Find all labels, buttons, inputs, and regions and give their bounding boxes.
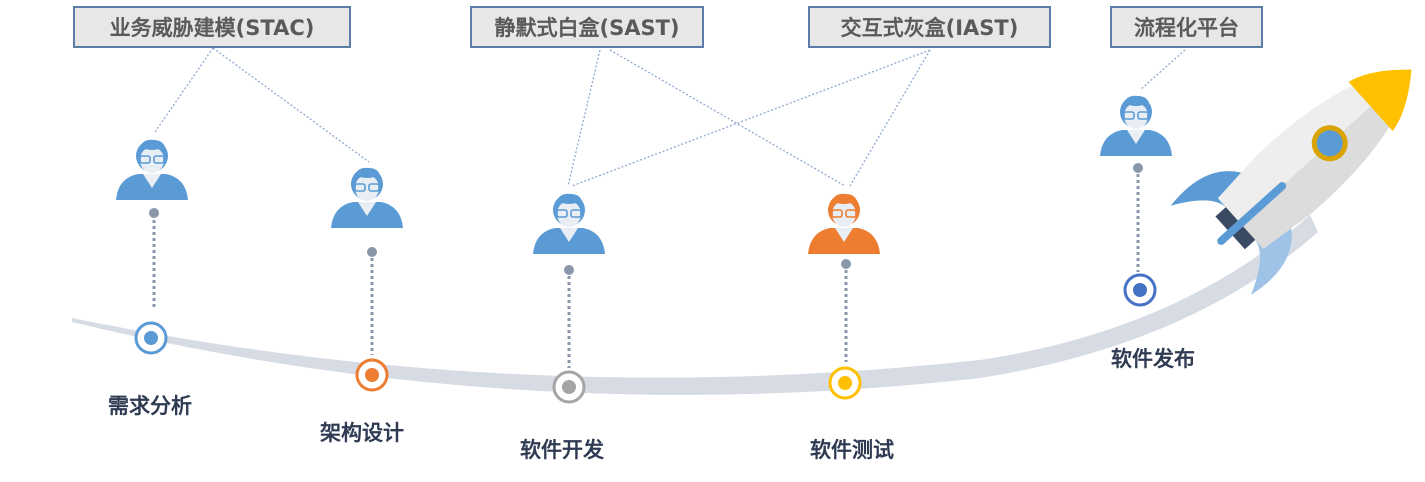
tool-label: 交互式灰盒(IAST) — [840, 16, 1019, 40]
connector-lines — [154, 47, 1186, 187]
person-icon — [115, 138, 189, 201]
person-female-icon — [807, 192, 881, 255]
tool-box-sast: 静默式白盒(SAST) — [470, 6, 704, 48]
rocket-icon — [1170, 69, 1412, 295]
tool-label: 静默式白盒(SAST) — [494, 16, 680, 40]
stage-architecture: 架构设计 — [320, 421, 404, 445]
stage-requirements: 需求分析 — [108, 394, 192, 418]
tool-box-stac: 业务威胁建模(STAC) — [73, 6, 351, 48]
stage-development: 软件开发 — [520, 438, 604, 462]
tool-box-platform: 流程化平台 — [1110, 6, 1263, 48]
person-icon — [532, 192, 606, 255]
tool-label: 业务威胁建模(STAC) — [109, 16, 315, 40]
stage-stems — [152, 174, 1140, 368]
stage-testing: 软件测试 — [810, 438, 894, 462]
tool-box-iast: 交互式灰盒(IAST) — [808, 6, 1051, 48]
tool-label: 流程化平台 — [1134, 16, 1239, 40]
stage-markers — [134, 273, 1157, 404]
stage-release: 软件发布 — [1111, 347, 1195, 371]
person-icon — [1099, 94, 1173, 157]
person-icon — [330, 166, 404, 229]
stem-dots — [149, 163, 1143, 275]
